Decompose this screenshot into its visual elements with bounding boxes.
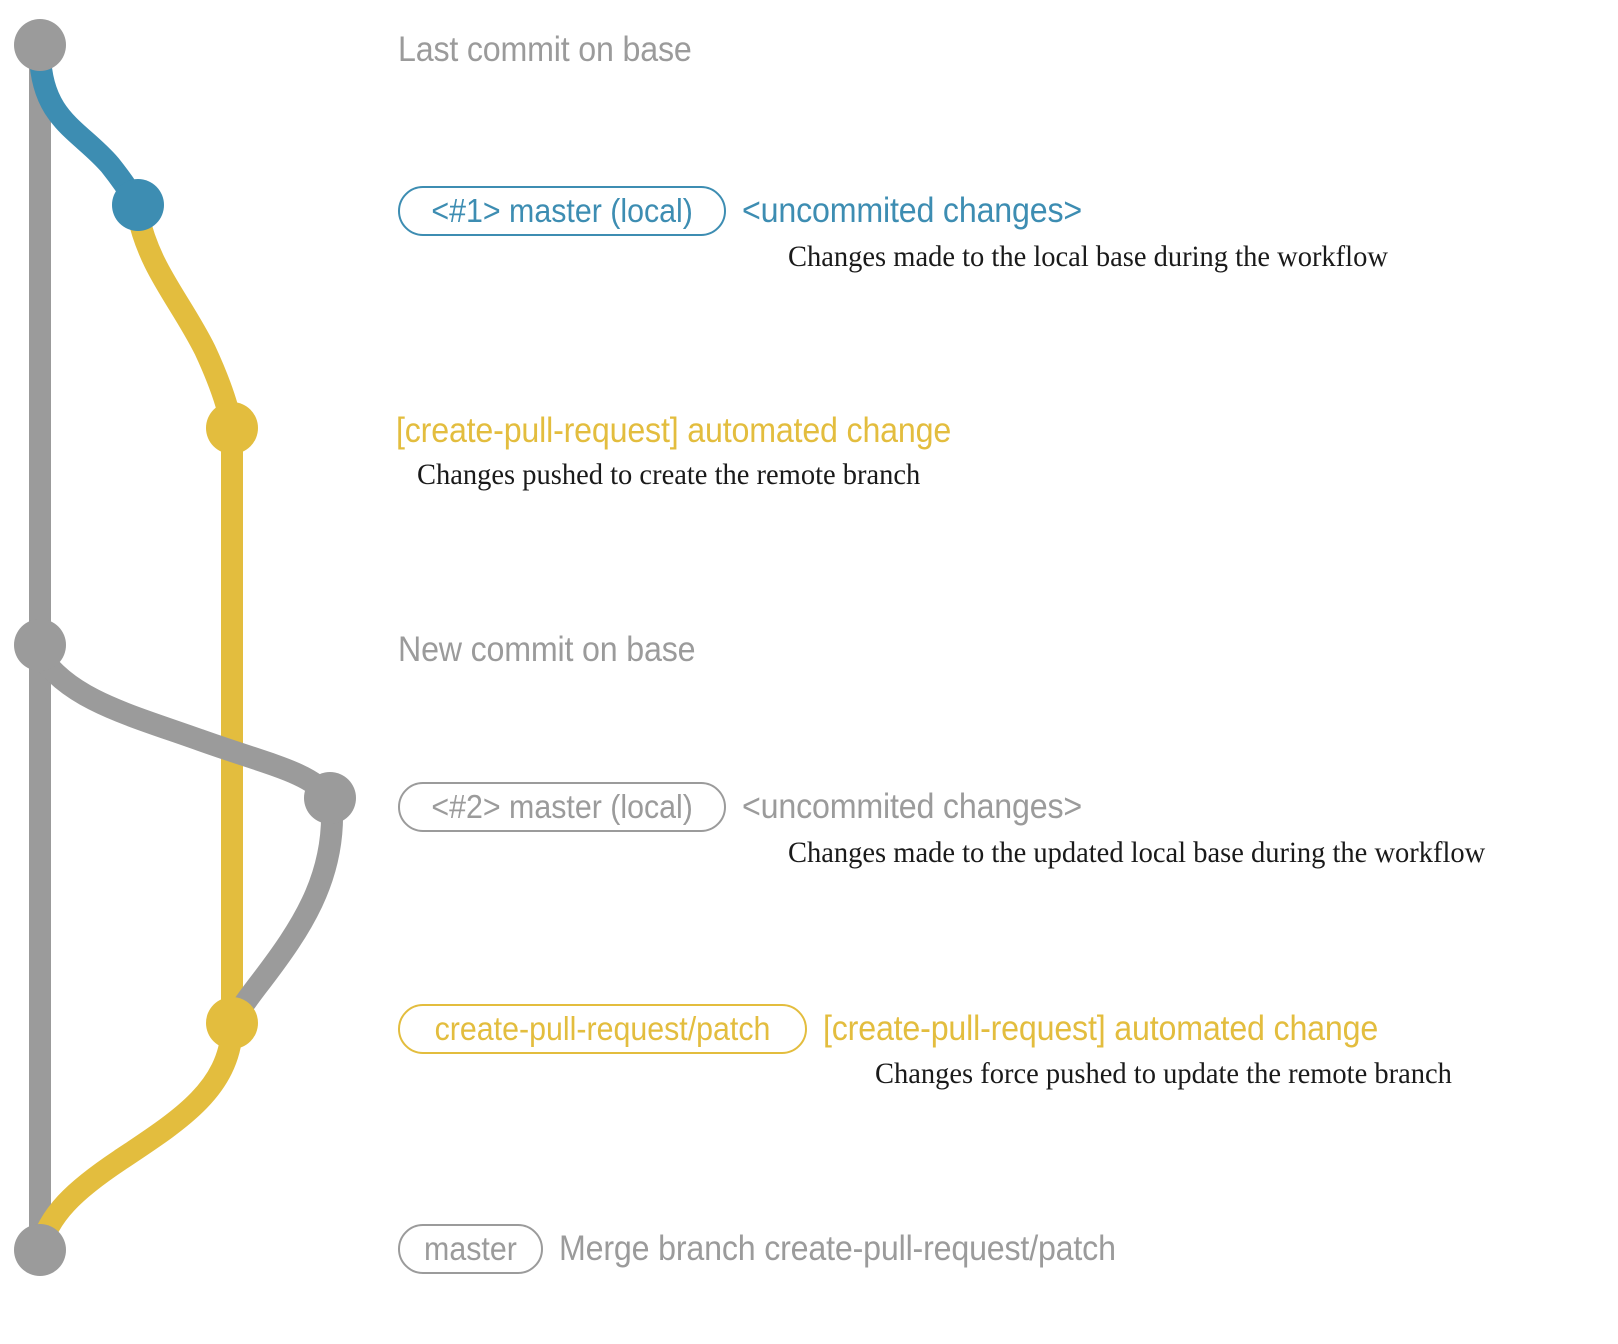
edge-local1-to-patch1	[127, 204, 243, 439]
branch-badge-master-local-1[interactable]: <#1> master (local)	[398, 186, 727, 236]
row-last-commit-on-base: Last commit on base	[398, 30, 717, 70]
description-master-local-1: Changes made to the local base during th…	[788, 240, 1388, 273]
row-automated-change-1: [create-pull-request] automated change	[396, 411, 999, 451]
commit-message-master-local-1: <uncommited changes>	[742, 191, 1083, 230]
node-patch-2	[206, 997, 258, 1049]
edge-local2-to-patch2	[221, 799, 344, 1034]
row-master-local-2: <#2> master (local) <uncommited changes>	[398, 782, 1112, 832]
commit-message-automated-change-1: [create-pull-request] automated change	[396, 411, 952, 450]
commit-message-master-local-2: <uncommited changes>	[742, 787, 1083, 826]
branch-badge-label: create-pull-request/patch	[434, 1010, 771, 1047]
row-create-pull-request-patch: create-pull-request/patch [create-pull-r…	[398, 1004, 1426, 1054]
description-master-local-2: Changes made to the updated local base d…	[788, 836, 1486, 869]
commit-message-last-commit-on-base: Last commit on base	[398, 30, 692, 69]
description-automated-change-1: Changes pushed to create the remote bran…	[417, 458, 921, 491]
node-local-1	[112, 179, 164, 231]
edge-patch2-to-merge	[29, 1019, 243, 1261]
branch-badge-master[interactable]: master	[398, 1224, 543, 1274]
branch-badge-create-pull-request-patch[interactable]: create-pull-request/patch	[398, 1004, 808, 1054]
commit-message-create-pull-request-patch: [create-pull-request] automated change	[823, 1009, 1379, 1048]
description-create-pull-request-patch: Changes force pushed to update the remot…	[875, 1057, 1452, 1090]
branch-badge-label: master	[424, 1230, 517, 1267]
edge-base-to-local1	[29, 44, 149, 216]
node-local-2	[304, 772, 356, 824]
row-master-merge: master Merge branch create-pull-request/…	[398, 1224, 1164, 1274]
node-patch-1	[206, 402, 258, 454]
row-new-commit-on-base: New commit on base	[398, 630, 721, 670]
branch-badge-label: <#2> master (local)	[431, 788, 693, 825]
node-base-top	[14, 19, 66, 71]
edge-basenew-to-local2	[29, 644, 341, 809]
branch-badge-master-local-2[interactable]: <#2> master (local)	[398, 782, 727, 832]
node-master-merge	[14, 1224, 66, 1276]
branch-badge-label: <#1> master (local)	[431, 192, 693, 229]
node-base-new	[14, 619, 66, 671]
commit-message-new-commit-on-base: New commit on base	[398, 630, 696, 669]
commit-message-master-merge: Merge branch create-pull-request/patch	[558, 1229, 1116, 1268]
row-master-local-1: <#1> master (local) <uncommited changes>	[398, 186, 1112, 236]
